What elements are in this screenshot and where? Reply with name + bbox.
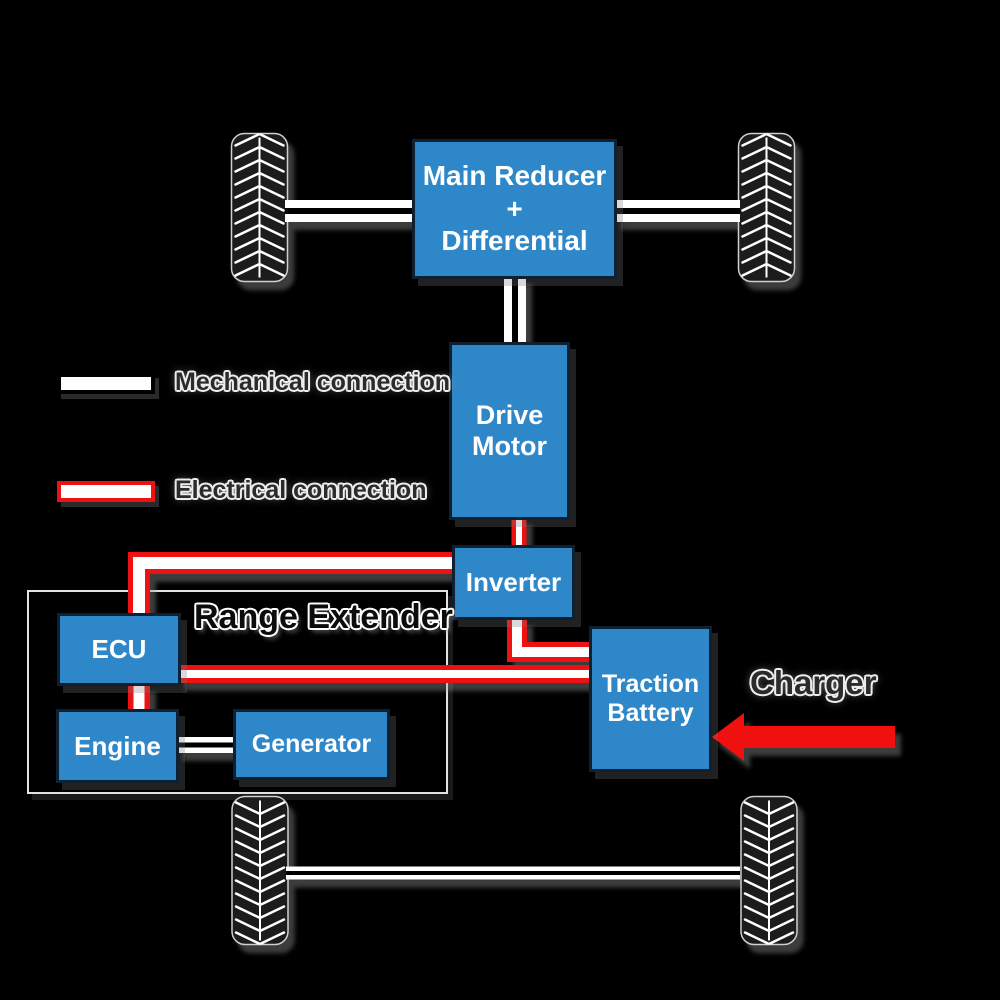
node-traction-battery: Traction Battery [589, 626, 712, 772]
charger-arrow [712, 713, 895, 761]
node-label: Engine [74, 730, 161, 761]
node-label: Motor [472, 431, 547, 461]
node-label: Generator [251, 730, 372, 758]
node-ecu: ECU [57, 613, 181, 686]
rear-left-tire [230, 795, 290, 946]
legend-mechanical-label: Mechanical connection [175, 368, 451, 396]
node-label: + [506, 192, 523, 224]
rear-right-tire [739, 795, 799, 946]
node-label: Main Reducer [422, 160, 607, 192]
range-extender-label: Range Extender [194, 598, 453, 636]
legend-electrical-swatch [57, 481, 155, 502]
node-inverter: Inverter [452, 545, 575, 620]
electrical-connection-inverter-to-ecu [128, 552, 454, 616]
front-left-tire [230, 132, 289, 283]
front-right-tire [737, 132, 796, 283]
node-label: Battery [607, 699, 694, 727]
legend-electrical-label: Electrical connection [175, 476, 427, 504]
node-label: ECU [91, 634, 147, 665]
node-label: Differential [441, 225, 588, 257]
node-drive-motor: Drive Motor [449, 342, 570, 520]
node-main-reducer-differential: Main Reducer + Differential [412, 139, 617, 279]
electrical-connection-inverter-to-battery [507, 618, 592, 662]
node-generator: Generator [233, 709, 390, 780]
charger-label: Charger [750, 664, 877, 701]
legend-mechanical-swatch [57, 373, 155, 394]
range-extender-container [27, 590, 448, 794]
node-label: Drive [475, 399, 544, 430]
node-label: Traction [601, 670, 700, 698]
node-label: Inverter [465, 567, 562, 598]
node-engine: Engine [56, 709, 179, 783]
